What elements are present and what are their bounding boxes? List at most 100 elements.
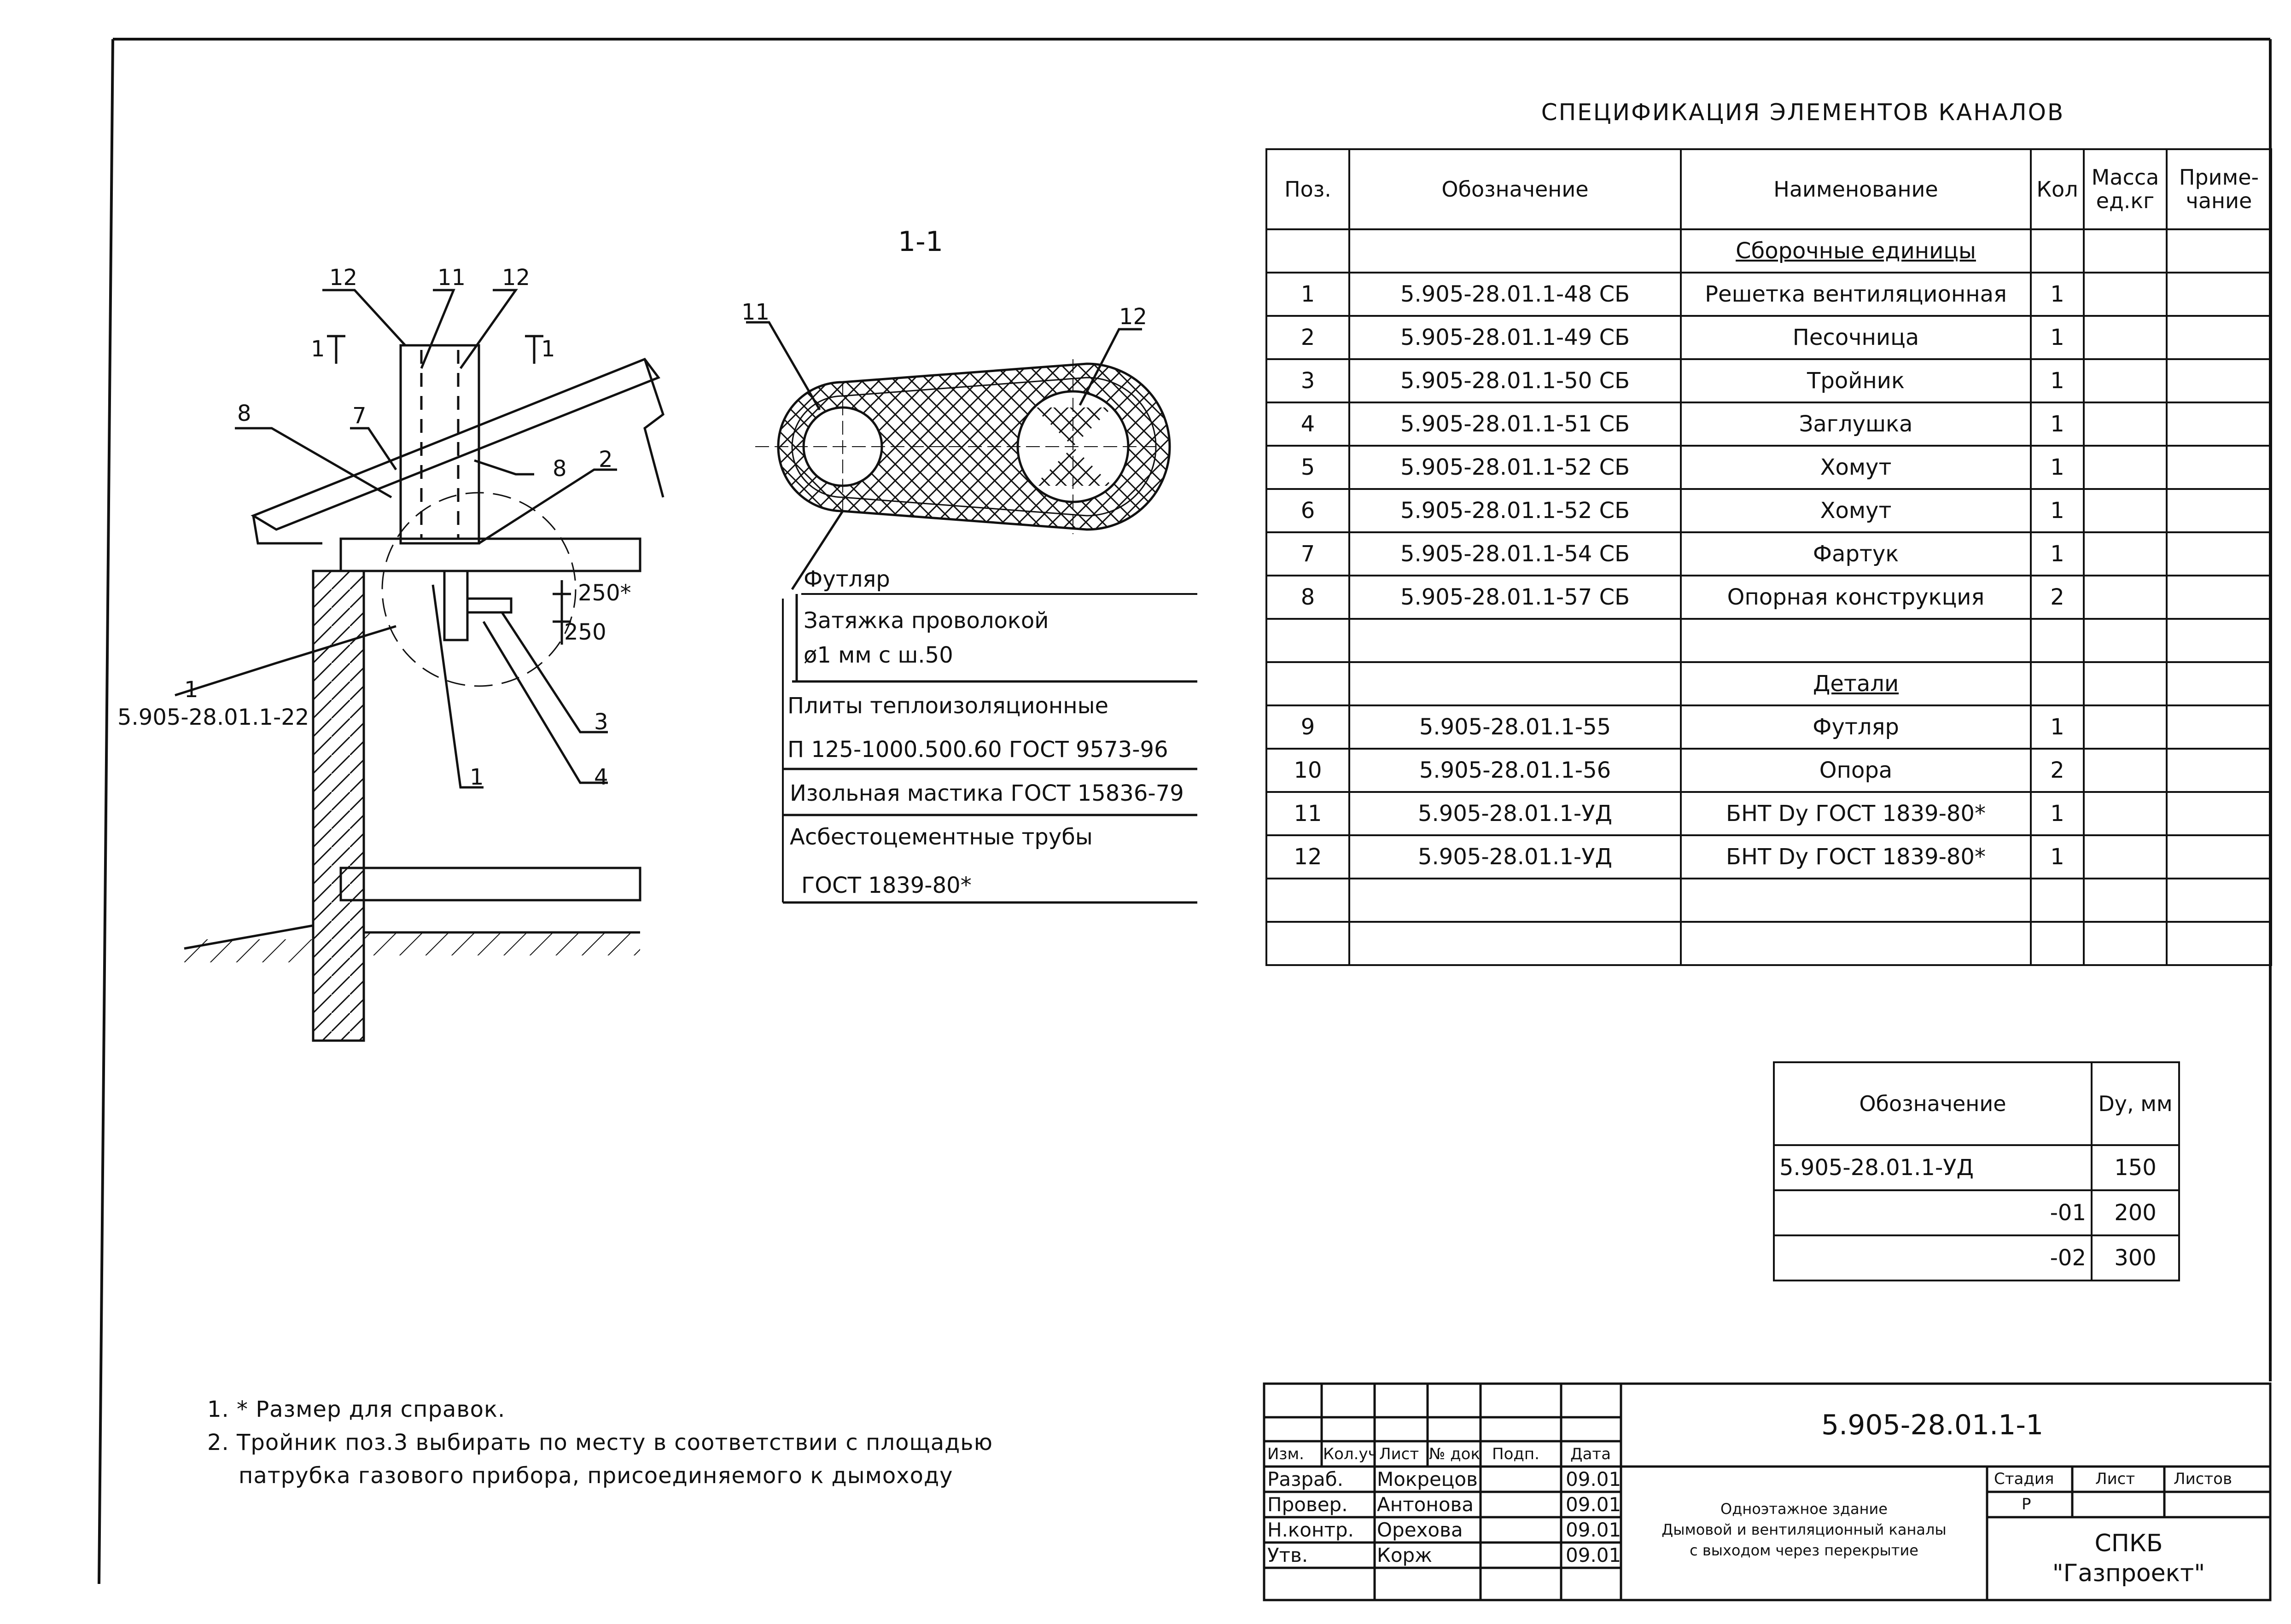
spec-cell-qty: 1 [2030, 272, 2085, 317]
spec-cell-qty: 1 [2030, 834, 2085, 879]
callout-8a: 8 [237, 401, 251, 426]
spec-cell-qty: 1 [2030, 402, 2085, 447]
notes: 1. * Размер для справок. 2. Тройник поз.… [207, 1393, 993, 1492]
spec-cell-pos: 2 [1265, 315, 1350, 360]
callout-7: 7 [352, 403, 367, 429]
dy-cell-value: 300 [2091, 1234, 2180, 1281]
tb-sheet-label: Лист [2095, 1470, 2135, 1488]
spec-cell-pos: 5 [1265, 445, 1350, 490]
tb-stage-label: Стадия [1994, 1470, 2054, 1488]
ceiling-slab [339, 537, 641, 572]
tb-col-podp: Подп. [1492, 1445, 1539, 1463]
title-block-grid [1263, 1382, 2272, 1601]
callout-11: 11 [437, 265, 466, 291]
dy-cell-value: 200 [2091, 1189, 2180, 1236]
callout-8b: 8 [553, 456, 567, 482]
spec-cell-name: Опора [1680, 748, 2032, 793]
spec-cell-name: Решетка вентиляционная [1680, 272, 2032, 317]
cut-marker-left: 1 [311, 336, 325, 362]
spec-cell-pos: 1 [1265, 272, 1350, 317]
spec-cell-qty: 2 [2030, 575, 2085, 620]
dy-cell-designation: -02 [1773, 1234, 2093, 1281]
spec-cell-qty: 1 [2030, 488, 2085, 533]
spec-cell-pos: 12 [1265, 834, 1350, 879]
spec-empty-row [1265, 921, 2272, 966]
callout-2: 2 [599, 447, 613, 472]
spec-empty-row [1265, 878, 2272, 923]
spec-cell-pos: 3 [1265, 358, 1350, 403]
spec-header-qty: Кол [2030, 148, 2085, 230]
tb-role: Провер. [1267, 1493, 1348, 1516]
dy-cell-value: 150 [2091, 1144, 2180, 1191]
tb-col-list: Лист [1379, 1445, 1419, 1463]
material-zatyazhka-2: ø1 мм с ш.50 [804, 642, 953, 668]
tb-date: 09.01 [1566, 1544, 1621, 1566]
spec-empty-row [1265, 618, 2272, 663]
tb-organization: СПКБ "Газпроект" [1987, 1529, 2270, 1589]
cut-marker-right: 1 [541, 336, 555, 362]
spec-cell-name: Заглушка [1680, 402, 2032, 447]
tb-date: 09.01 [1566, 1519, 1621, 1541]
spec-table: Поз. Обозначение Наименование Кол Масса … [1265, 148, 2272, 966]
material-plity-2: П 125-1000.500.60 ГОСТ 9573-96 [787, 737, 1168, 763]
callout-9: 12 [329, 265, 358, 291]
spec-cell-designation: 5.905-28.01.1-57 СБ [1348, 575, 1682, 620]
tee-pipe [443, 570, 469, 641]
spec-cell-pos: 7 [1265, 531, 1350, 576]
tb-desc-2: Дымовой и вентиляционный каналы [1661, 1520, 1947, 1538]
spec-cell-qty: 1 [2030, 358, 2085, 403]
spec-cell-pos: 9 [1265, 704, 1350, 750]
spec-cell-qty: 1 [2030, 531, 2085, 576]
material-futlyar: Футляр [804, 566, 890, 592]
callout-3: 3 [594, 709, 608, 735]
spec-cell-designation: 5.905-28.01.1-УД [1348, 834, 1682, 879]
spec-cell-qty: 1 [2030, 791, 2085, 836]
wall [312, 570, 365, 1042]
tb-role: Утв. [1267, 1544, 1308, 1566]
doc-code: 5.905-28.01.1-1 [1821, 1409, 2044, 1441]
spec-cell-designation: 5.905-28.01.1-54 СБ [1348, 531, 1682, 576]
tb-role: Разраб. [1267, 1468, 1344, 1490]
tb-name: Мокрецов [1377, 1468, 1478, 1490]
chimney [399, 344, 480, 545]
section-callout-12: 12 [1119, 304, 1148, 330]
spec-cell-designation: 5.905-28.01.1-52 СБ [1348, 445, 1682, 490]
spec-cell-name: Песочница [1680, 315, 2032, 360]
spec-cell-name: Тройник [1680, 358, 2032, 403]
dy-cell-designation: -01 [1773, 1189, 2093, 1236]
callout-1-wall: 1 [184, 677, 198, 703]
spec-header-designation: Обозначение [1348, 148, 1682, 230]
dimension-250-ref: 250* [578, 580, 631, 606]
callout-12: 12 [502, 265, 530, 291]
spec-cell-designation: 5.905-28.01.1-УД [1348, 791, 1682, 836]
spec-group-row: Детали [1265, 661, 2272, 706]
spec-group-assemblies: Сборочные единицы [1680, 228, 2032, 274]
material-plity-1: Плиты теплоизоляционные [787, 693, 1109, 719]
tb-stage-value: Р [2022, 1495, 2031, 1513]
dy-header-designation: Обозначение [1773, 1061, 2093, 1146]
spec-cell-name: Опорная конструкция [1680, 575, 2032, 620]
tb-sheets-label: Листов [2174, 1470, 2233, 1488]
material-mastika: Изольная мастика ГОСТ 15836-79 [790, 780, 1184, 806]
tb-col-nodok: № док [1429, 1445, 1481, 1463]
wall-ref-designation: 5.905-28.01.1-22 [117, 704, 309, 730]
note-2-cont: патрубка газового прибора, присоединяемо… [239, 1463, 953, 1489]
dy-header-row: Обозначение Dy, мм [1773, 1061, 2180, 1146]
spec-cell-name: Футляр [1680, 704, 2032, 750]
tb-role: Н.контр. [1267, 1519, 1354, 1541]
spec-header-note: Приме-чание [2166, 148, 2272, 230]
spec-cell-name: БНТ Dy ГОСТ 1839-80* [1680, 791, 2032, 836]
spec-header-pos: Поз. [1265, 148, 1350, 230]
tb-name: Орехова [1377, 1519, 1463, 1541]
spec-header-row: Поз. Обозначение Наименование Кол Масса … [1265, 148, 2272, 230]
spec-title: СПЕЦИФИКАЦИЯ ЭЛЕМЕНТОВ КАНАЛОВ [1541, 99, 2065, 126]
